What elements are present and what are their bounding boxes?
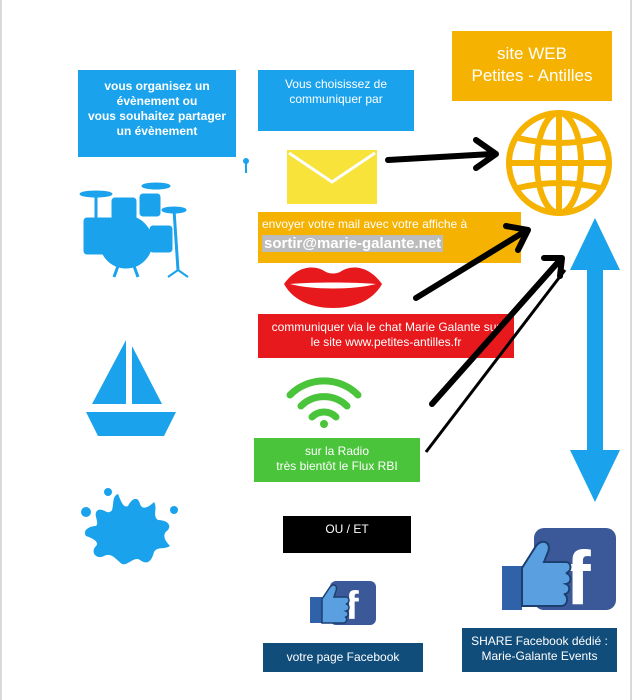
arrow-head-chat xyxy=(541,255,565,279)
site-web-box: site WEB Petites - Antilles xyxy=(452,31,612,101)
site-line-2: Petites - Antilles xyxy=(471,66,593,85)
choose-line-2: communiquer par xyxy=(289,92,383,106)
share-line-2: Marie-Galante Events xyxy=(481,649,598,663)
mail-line: envoyer votre mail avec votre affiche à xyxy=(262,217,468,231)
chat-line-1: communiquer via le chat Marie Galante su… xyxy=(271,320,501,334)
pin-stem xyxy=(245,163,247,173)
mail-box: envoyer votre mail avec votre affiche à … xyxy=(258,212,521,263)
ou-et-label: OU / ET xyxy=(325,522,369,536)
site-line-1: site WEB xyxy=(497,44,567,63)
facebook-page-box[interactable]: votre page Facebook xyxy=(263,643,423,672)
chat-box: communiquer via le chat Marie Galante su… xyxy=(258,314,514,358)
envelope-icon xyxy=(287,150,377,204)
svg-text:f: f xyxy=(345,584,359,627)
frame-left-border xyxy=(0,0,2,700)
radio-line-1: sur la Radio xyxy=(304,444,370,458)
frame-right-border xyxy=(630,0,632,700)
lips-icon xyxy=(284,267,382,308)
facebook-like-icon: f xyxy=(310,581,376,627)
pin-marker xyxy=(243,158,249,164)
choose-line-1: Vous choisissez de xyxy=(284,77,388,91)
splash-icon xyxy=(81,488,178,565)
event-line-3: vous souhaitez partager xyxy=(87,109,227,123)
chat-line-2: le site www.petites-antilles.fr xyxy=(310,335,462,349)
facebook-page-label: votre page Facebook xyxy=(286,650,400,664)
event-line-4: un évènement xyxy=(116,124,198,138)
wifi-icon xyxy=(286,377,362,428)
arrow-chat-to-globe xyxy=(429,257,563,407)
radio-box: sur la Radio très bientôt le Flux RBI xyxy=(254,438,420,482)
ou-et-box: OU / ET xyxy=(283,516,411,553)
double-arrow-icon xyxy=(570,218,620,502)
share-line-1: SHARE Facebook dédié : xyxy=(471,634,608,648)
radio-line-2: très bientôt le Flux RBI xyxy=(276,459,398,473)
event-line-1: vous organisez un xyxy=(104,79,210,93)
event-box: vous organisez un évènement ou vous souh… xyxy=(78,70,236,157)
share-box: SHARE Facebook dédié : Marie-Galante Eve… xyxy=(462,628,617,672)
arrow-head-mail xyxy=(473,137,499,171)
arrow-radio-to-globe xyxy=(424,269,567,453)
sailboat-icon xyxy=(86,340,176,436)
arrow-lips-to-globe xyxy=(413,229,527,301)
drum-kit-icon xyxy=(79,182,189,278)
arrow-head-lips xyxy=(503,223,531,253)
mail-address[interactable]: sortir@marie-galante.net xyxy=(262,235,444,252)
event-line-2: évènement ou xyxy=(116,94,198,108)
choose-box: Vous choisissez de communiquer par xyxy=(258,70,414,131)
globe-icon xyxy=(506,110,612,216)
facebook-like-icon: f xyxy=(502,528,616,614)
arrow-mail-to-globe xyxy=(385,151,495,163)
